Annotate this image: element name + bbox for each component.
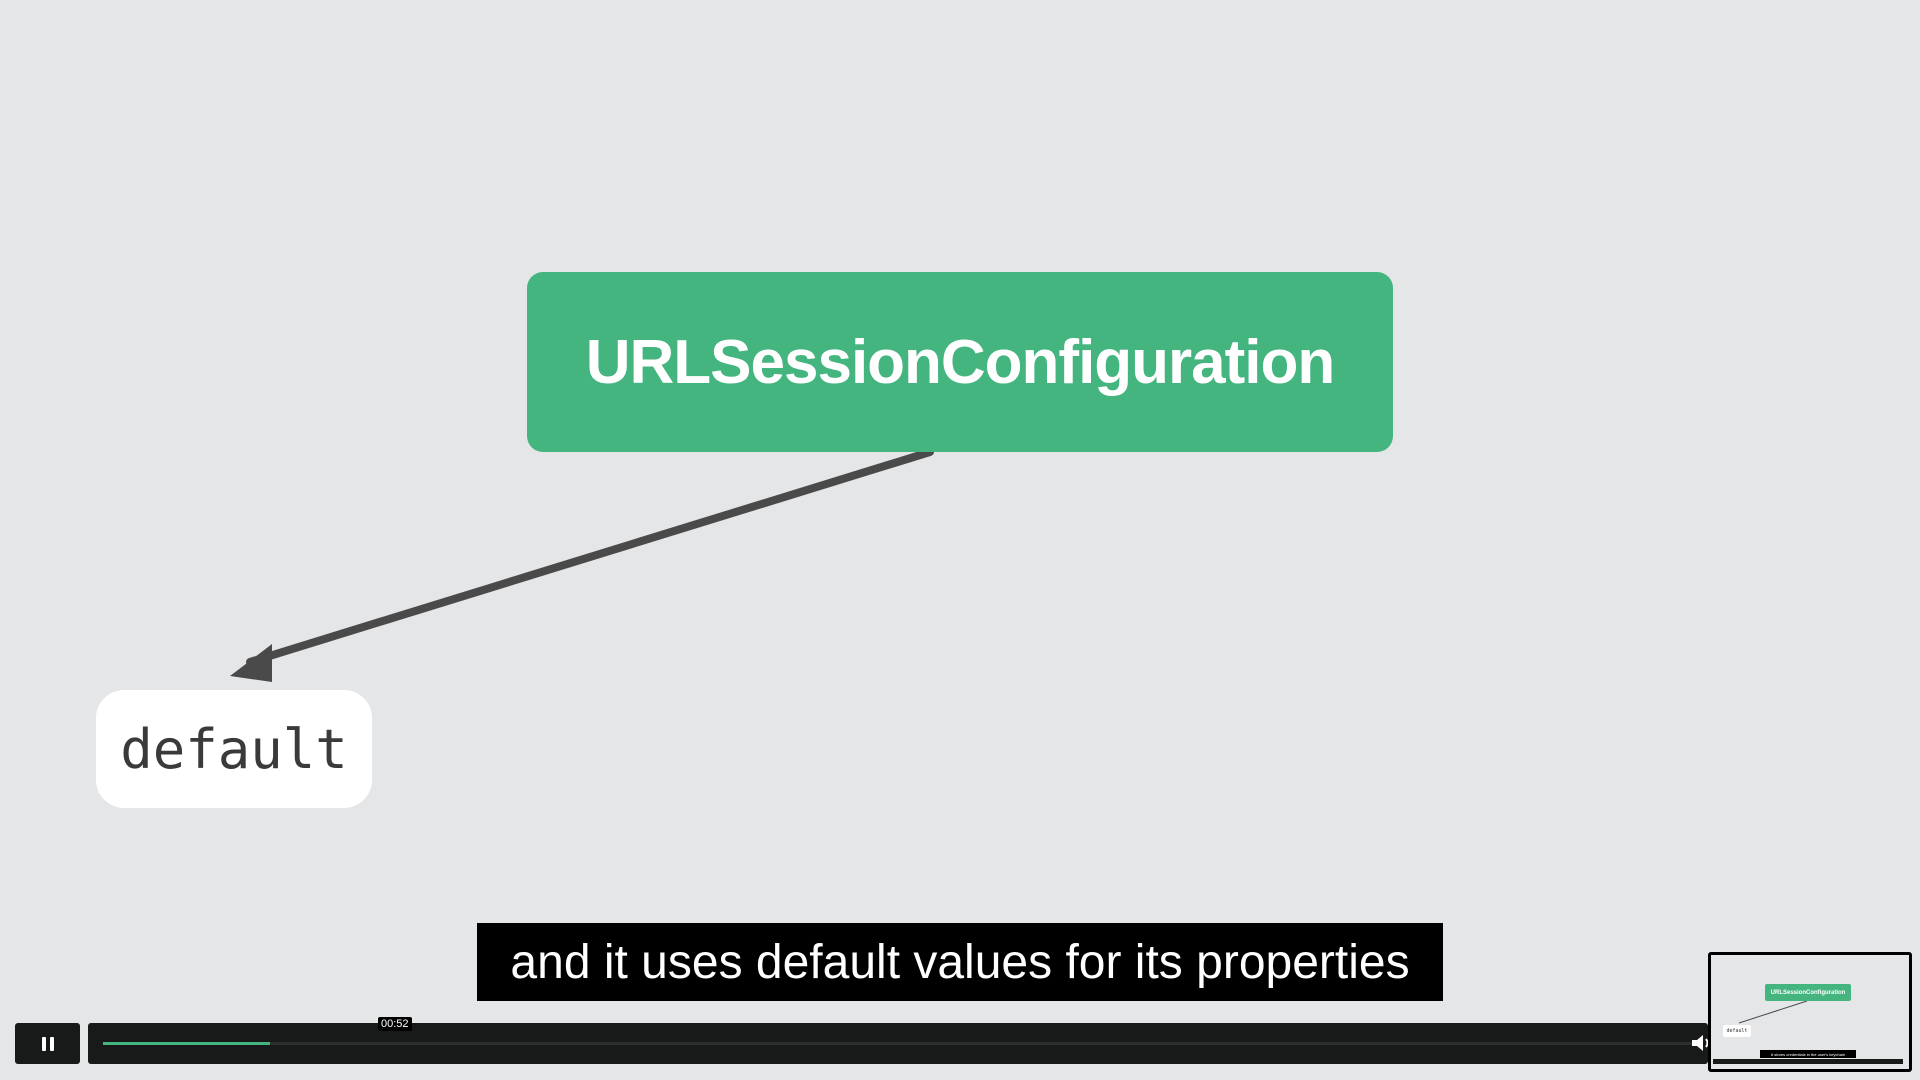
preview-thumbnail[interactable]: URLSessionConfiguration default It store… (1708, 952, 1912, 1072)
arrow-head (230, 644, 272, 682)
url-session-configuration-node: URLSessionConfiguration (527, 272, 1393, 452)
player-controls: 00:52 (0, 1017, 1920, 1080)
current-time-tooltip: 00:52 (378, 1017, 412, 1031)
pause-button[interactable] (15, 1023, 80, 1064)
thumbnail-arrow (1738, 1000, 1808, 1024)
progress-bar[interactable]: 00:52 (88, 1017, 1708, 1064)
subtitle-caption: and it uses default values for its prope… (477, 923, 1443, 1001)
default-node-label: default (120, 717, 348, 781)
progress-track[interactable] (103, 1042, 1693, 1045)
pause-icon (41, 1036, 54, 1051)
default-node: default (96, 690, 372, 808)
main-node-label: URLSessionConfiguration (585, 327, 1336, 397)
progress-fill (103, 1042, 270, 1045)
volume-icon[interactable] (1690, 1032, 1712, 1054)
thumbnail-default-node: default (1723, 1025, 1751, 1037)
thumbnail-main-node: URLSessionConfiguration (1765, 984, 1851, 1001)
thumbnail-caption: It stores credentials in the user's keyc… (1760, 1050, 1856, 1058)
caption-text: and it uses default values for its prope… (510, 935, 1410, 989)
thumbnail-progress-bar (1713, 1059, 1903, 1064)
